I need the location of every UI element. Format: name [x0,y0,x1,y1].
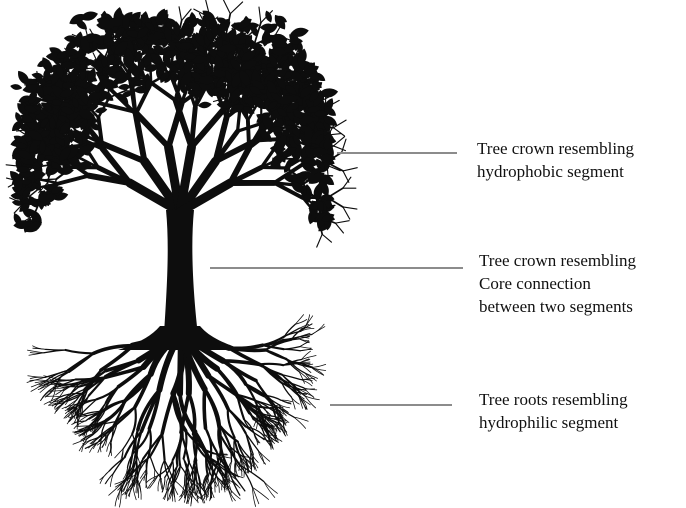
trunk-label-line-1: Tree crown resembling [479,249,636,272]
root [173,460,174,480]
trunk-label-line-3: between two segments [479,295,636,318]
root [262,366,286,382]
roots-label: Tree roots resembling hydrophilic segmen… [479,388,628,434]
branch [259,7,261,23]
root [132,407,136,434]
trunk-label: Tree crown resembling Core connection be… [479,249,636,318]
trunk-label-line-2: Core connection [479,272,636,295]
tree-roots [27,315,326,508]
leaf [10,83,23,91]
root [311,364,325,367]
root [66,350,94,353]
branch [322,234,331,242]
root [162,434,164,461]
roots-label-line-2: hydrophilic segment [479,411,628,434]
root [300,347,311,349]
branch [335,221,349,223]
root [147,454,149,474]
root [265,350,290,362]
branch [230,2,242,14]
branch [335,223,343,233]
root [181,483,184,496]
root [158,478,160,491]
root [160,460,164,478]
root [264,482,278,494]
crown-label-line-2: hydrophobic segment [477,160,634,183]
root [181,432,189,462]
branch [261,167,286,168]
root [41,387,54,400]
branch [343,207,350,219]
root-flare [118,326,244,350]
branch [343,207,357,209]
root [162,394,173,434]
branch [179,7,182,21]
root [312,327,325,335]
root [311,367,323,375]
root [204,389,205,428]
roots-label-line-1: Tree roots resembling [479,388,628,411]
root [69,353,93,371]
crown-label-line-1: Tree crown resembling [477,137,634,160]
root [46,349,66,350]
branch [59,176,89,184]
root [100,471,110,480]
branch [248,120,249,148]
crown-label: Tree crown resembling hydrophobic segmen… [477,137,634,183]
root [106,473,114,483]
root [284,349,300,351]
tree-trunk [164,210,198,335]
root [299,397,307,410]
branch [222,0,230,14]
branch [343,168,357,171]
root [57,379,76,380]
root [33,348,46,349]
branch [317,234,322,247]
root [264,482,275,498]
root [291,397,295,409]
